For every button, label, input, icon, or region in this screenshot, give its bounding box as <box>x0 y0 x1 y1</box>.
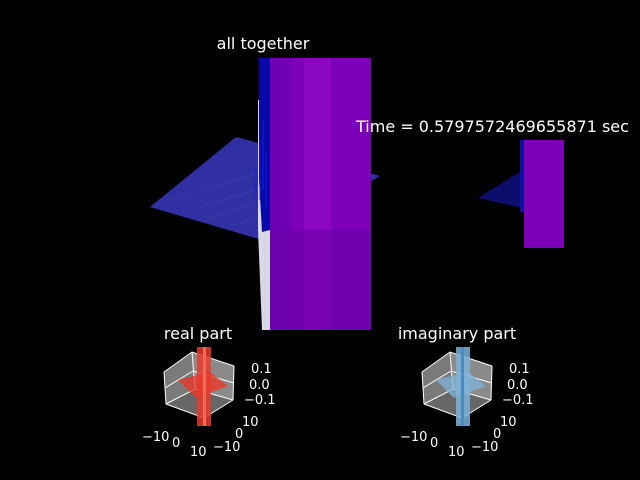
imag-xtick-2: 10 <box>448 445 465 460</box>
spike-small <box>524 140 564 248</box>
spike-small-dark-edge <box>520 140 524 212</box>
panel-all-together: all together <box>150 34 380 330</box>
pane-left <box>164 352 195 404</box>
title-imaginary-part: imaginary part <box>398 324 516 343</box>
real-xtick-1: 0 <box>172 436 180 451</box>
real-ztick-0: 0.1 <box>251 362 272 377</box>
real-ytick-2: −10 <box>213 440 240 455</box>
title-all-together: all together <box>217 34 310 53</box>
panel-real-part: real part 0.1 0.0 −0.1 −10 0 10 10 0 −10 <box>142 324 276 460</box>
imag-xtick-1: 0 <box>430 436 438 451</box>
pane-left-im <box>422 352 453 404</box>
spike-dark-edge <box>259 58 270 232</box>
real-ztick-2: −0.1 <box>244 393 276 408</box>
real-ytick-1: 0 <box>235 427 243 442</box>
imag-ztick-2: −0.1 <box>502 393 534 408</box>
title-real-part: real part <box>164 324 232 343</box>
spike-band-3 <box>270 230 371 330</box>
real-xtick-0: −10 <box>142 430 169 445</box>
panel-imaginary-part: imaginary part 0.1 0.0 −0.1 −10 0 10 10 … <box>398 324 534 460</box>
real-xtick-2: 10 <box>190 445 207 460</box>
imag-ztick-0: 0.1 <box>509 362 530 377</box>
imag-ytick-0: 10 <box>500 415 517 430</box>
spike-noise <box>255 120 267 210</box>
imag-xtick-0: −10 <box>400 430 427 445</box>
real-ytick-0: 10 <box>242 415 259 430</box>
real-ztick-1: 0.0 <box>249 378 270 393</box>
imag-ytick-1: 0 <box>493 427 501 442</box>
imag-ztick-1: 0.0 <box>507 378 528 393</box>
panel-time <box>478 140 564 248</box>
surface-real-spike-edge <box>203 347 206 426</box>
surface-imag-spike-edge <box>461 347 464 426</box>
imag-ytick-2: −10 <box>471 440 498 455</box>
time-label: Time = 0.5797572469655871 sec <box>355 117 629 136</box>
